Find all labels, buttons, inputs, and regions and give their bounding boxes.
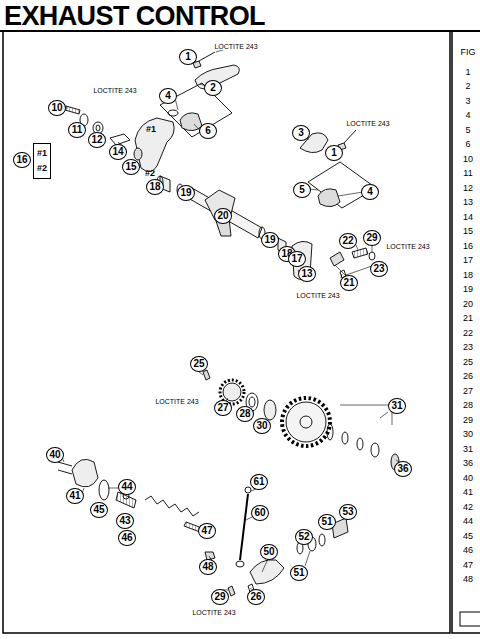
part-number: 11 [463,169,472,178]
part-number: 46 [463,546,473,555]
callout-number: 30 [253,418,271,434]
part-number: 14 [463,213,473,222]
part-number: 22 [463,329,473,338]
note-label: LOCTITE 243 [385,243,430,250]
callout-number: 47 [198,523,216,539]
figure-heading: FIG [461,48,476,57]
part-number: 12 [463,184,473,193]
part-number: 27 [463,387,473,396]
callout-number: 52 [295,529,313,545]
callout-number: 15 [122,159,140,175]
callout-number: 29 [363,230,381,246]
note-label: LOCTITE 243 [295,292,340,299]
part-number: 20 [463,300,473,309]
callout-number: 16 [13,152,31,168]
callout-number: 61 [250,474,268,490]
callout-number: 43 [116,513,134,529]
variant-box: #1#2 [33,143,51,179]
part-number: 42 [463,503,473,512]
note-label: LOCTITE 243 [92,87,137,94]
callout-number: 25 [190,356,208,372]
callout-number: 26 [247,589,265,605]
callout-number: 22 [339,233,357,249]
callout-number: 60 [251,505,269,521]
callout-number: 31 [388,398,406,414]
callout-number: 1 [179,49,197,65]
part-number: 41 [463,488,473,497]
part-number: 1 [465,68,470,77]
callout-number: 41 [66,488,84,504]
callout-number: 28 [236,406,254,422]
callout-number: 51 [318,514,336,530]
part-number: 47 [463,561,473,570]
callout-number: 14 [109,144,127,160]
variant-label: #2 [145,169,155,178]
variant-label: #1 [37,146,47,161]
part-number: 18 [463,271,473,280]
callout-number: 21 [340,275,358,291]
part-number: 45 [463,532,473,541]
callout-number: 2 [204,80,222,96]
callout-number: 46 [118,530,136,546]
callout-number: 20 [214,208,232,224]
callout-number: 10 [48,100,66,116]
callout-number: 36 [394,461,412,477]
variant-label: #2 [37,161,47,176]
part-number: 10 [463,155,473,164]
note-label: LOCTITE 243 [213,43,258,50]
part-number: 44 [463,517,473,526]
callout-number: 44 [118,479,136,495]
callout-number: 53 [339,504,357,520]
title: EXHAUST CONTROL [4,3,265,30]
part-number: 40 [463,474,473,483]
part-number: 4 [465,111,470,120]
callout-number: 4 [361,184,379,200]
callout-number: 45 [90,502,108,518]
part-number: 6 [465,140,470,149]
callout-number: 5 [293,182,311,198]
part-number: 13 [463,198,473,207]
part-number: 3 [465,97,470,106]
part-number: 16 [463,242,473,251]
variant-label: #1 [146,125,156,134]
callout-number: 17 [288,251,306,267]
part-number: 28 [463,401,473,410]
note-label: LOCTITE 243 [191,609,236,616]
callout-number: 23 [370,261,388,277]
callout-number: 4 [159,88,177,104]
part-number: 25 [463,358,473,367]
part-number: 5 [465,126,470,135]
callout-number: 13 [298,266,316,282]
part-number: 29 [463,416,473,425]
callout-number: 48 [199,559,217,575]
callout-number: 40 [46,447,64,463]
part-number: 23 [463,343,473,352]
part-number: 48 [463,575,473,584]
callout-number: 3 [292,125,310,141]
note-label: LOCTITE 243 [345,120,390,127]
callout-number: 29 [211,589,229,605]
callout-number: 51 [290,565,308,581]
callout-number: 50 [260,544,278,560]
part-number: 2 [465,82,470,91]
part-number: 17 [463,256,473,265]
callout-number: 12 [88,132,106,148]
part-number: 36 [463,459,473,468]
callout-number: 18 [146,179,164,195]
part-number: 15 [463,227,473,236]
part-number: 21 [463,314,473,323]
callout-number: 27 [214,400,232,416]
part-number: 30 [463,430,473,439]
callout-number: 19 [177,185,195,201]
callout-number: 1 [325,145,343,161]
callout-number: 11 [68,122,86,138]
part-number: 19 [463,285,473,294]
callout-number: 19 [261,232,279,248]
part-number: 26 [463,372,473,381]
callout-number: 6 [199,123,217,139]
note-label: LOCTITE 243 [154,398,199,405]
part-number: 31 [463,445,473,454]
